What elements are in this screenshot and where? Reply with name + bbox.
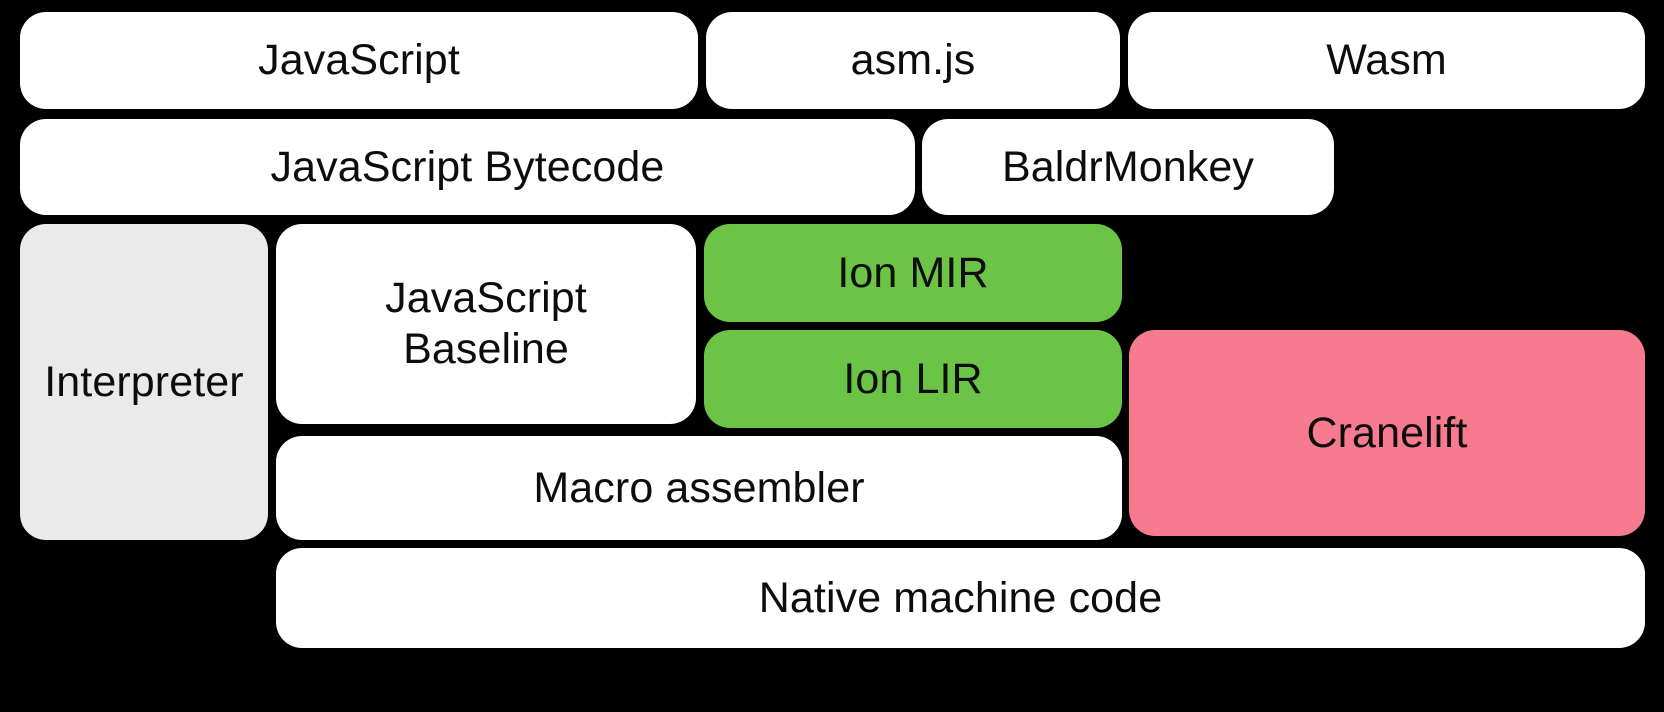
node-ion-mir: Ion MIR (704, 224, 1122, 322)
node-ion-lir: Ion LIR (704, 330, 1122, 428)
node-native-machine-code: Native machine code (276, 548, 1645, 648)
node-interpreter: Interpreter (20, 224, 268, 540)
node-cranelift: Cranelift (1129, 330, 1645, 536)
node-macro-assembler: Macro assembler (276, 436, 1122, 540)
node-baldrmonkey: BaldrMonkey (922, 119, 1334, 215)
node-javascript-baseline: JavaScript Baseline (276, 224, 696, 424)
node-javascript: JavaScript (20, 12, 698, 109)
node-wasm: Wasm (1128, 12, 1645, 109)
node-asmjs: asm.js (706, 12, 1120, 109)
node-javascript-bytecode: JavaScript Bytecode (20, 119, 915, 215)
